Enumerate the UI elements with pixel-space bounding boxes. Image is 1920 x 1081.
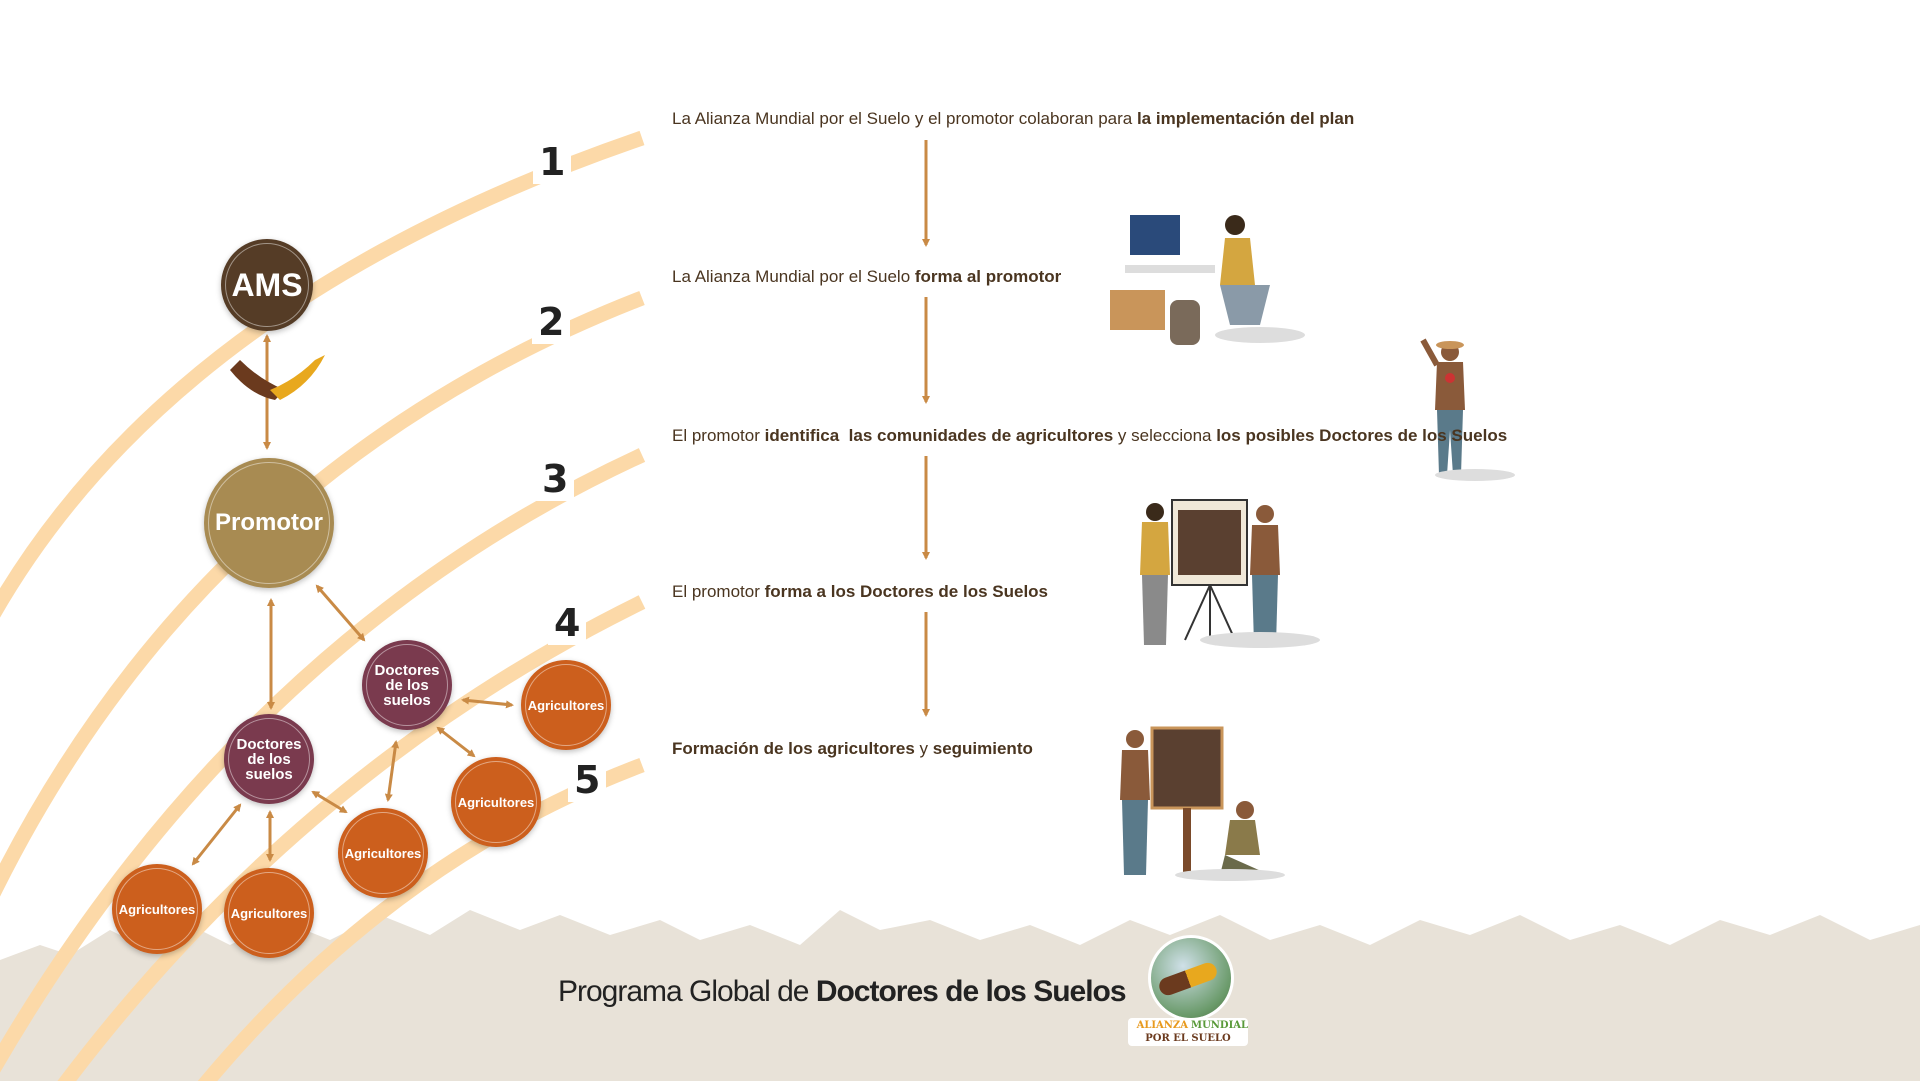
node-doctores: Doctores de los suelos [224,714,314,804]
step-text: La Alianza Mundial por el Suelo y el pro… [672,109,1137,128]
step-text-bold: seguimiento [932,739,1033,758]
step-number-4: 4 [548,601,587,645]
step-5-text: Formación de los agricultores y seguimie… [672,738,1033,760]
step-text: y selecciona [1113,426,1217,445]
node-agricultores-label: Agricultores [118,901,196,917]
node-agricultores-label: Agricultores [457,794,535,810]
arc-3 [0,448,646,1073]
step-number-2: 2 [532,300,571,344]
node-agricultores: Agricultores [338,808,428,898]
step-3-text: El promotor identifica las comunidades d… [672,425,1507,447]
step-text-bold: Formación de los agricultores [672,739,915,758]
node-doctores-label-line: Doctores [236,735,302,753]
handshake-icon [230,355,325,400]
program-title-bold: Doctores de los Suelos [815,975,1127,1008]
node-agricultores: Agricultores [451,757,541,847]
illustration-training-doctors [1140,499,1320,648]
node-promotor-label: Promotor [215,509,323,536]
step-2-text: La Alianza Mundial por el Suelo forma al… [672,266,1061,288]
node-doctores: Doctores de los suelos [362,640,452,730]
logo-plate [1128,1018,1248,1046]
step-text: El promotor [672,582,765,601]
step-text: El promotor [672,426,765,445]
node-agricultores-label: Agricultores [230,905,308,921]
step-text-bold: la implementación del plan [1136,109,1355,128]
step-number-3: 3 [536,457,575,501]
step-number-1: 1 [533,140,572,184]
node-agricultores: Agricultores [521,660,611,750]
step-text: y [914,739,933,758]
node-doctores-label-line: de los [247,750,291,768]
logo-text-por-el-suelo: POR EL SUELO [1145,1033,1231,1044]
illustration-training-computer [1110,215,1305,345]
node-agricultores-label: Agricultores [344,845,422,861]
illustration-promoter-waving [1420,338,1515,481]
node-agricultores: Agricultores [112,864,202,954]
logo-text-alianza: ALIANZA [1136,1020,1188,1031]
node-doctores-label-line: suelos [245,765,293,783]
step-number-5: 5 [568,758,607,802]
arc-1 [0,130,645,618]
node-doctores-label-line: Doctores [374,661,440,679]
program-title-regular: Programa Global de [558,975,816,1008]
step-text: La Alianza Mundial por el Suelo [672,267,915,286]
step-text-bold: identifica las comunidades de agricultor… [764,426,1114,445]
illustration-farmer-training [1120,726,1285,881]
node-agricultores-label: Agricultores [527,697,605,713]
node-doctores-label-line: de los [385,676,429,694]
alianza-logo: ALIANZA MUNDIAL POR EL SUELO [1128,935,1248,1047]
step-text-bold: forma al promotor [914,267,1062,286]
node-ams: AMS [221,239,313,331]
ground-silhouette [0,910,1920,1081]
node-agricultores: Agricultores [224,868,314,958]
step-1-text: La Alianza Mundial por el Suelo y el pro… [672,108,1354,130]
program-title: Programa Global de Doctores de los Suelo… [558,975,1127,1009]
step-text-bold: los posibles Doctores de los Suelos [1216,426,1508,445]
node-promotor: Promotor [204,458,334,588]
network-arrows [191,334,514,866]
logo-text-mundial: MUNDIAL [1191,1020,1249,1031]
node-ams-label: AMS [231,267,303,303]
step-4-text: El promotor forma a los Doctores de los … [672,581,1048,603]
step-text-bold: forma a los Doctores de los Suelos [764,582,1049,601]
node-doctores-label-line: suelos [383,691,431,709]
